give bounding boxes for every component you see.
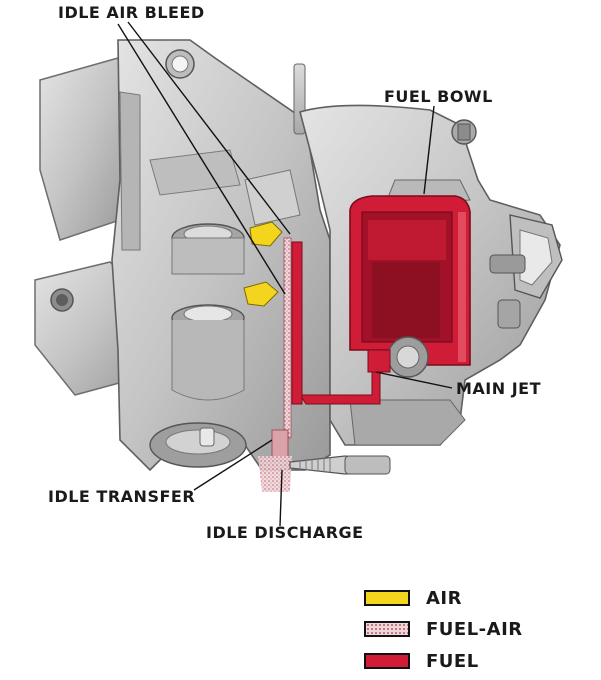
legend-item-air: AIR — [364, 588, 564, 610]
label-idle-discharge: IDLE DISCHARGE — [206, 523, 364, 542]
label-main-jet: MAIN JET — [456, 379, 542, 398]
fuel-bowl-section — [291, 195, 471, 405]
air-bleed-arrows — [243, 221, 283, 307]
legend-item-fuel-air: FUEL-AIR — [364, 619, 564, 641]
idle-mixture-needle — [289, 455, 391, 475]
label-fuel-bowl: FUEL BOWL — [384, 87, 493, 106]
legend-label-fuel-air: FUEL-AIR — [426, 619, 523, 640]
label-idle-transfer: IDLE TRANSFER — [48, 487, 196, 506]
carburetor-body — [111, 39, 331, 472]
idle-passage — [258, 237, 292, 492]
legend-item-fuel: FUEL — [364, 651, 564, 673]
fuel-swatch — [364, 653, 410, 669]
callout-lines — [117, 21, 453, 527]
legend-label-air: AIR — [426, 588, 462, 609]
label-idle-air-bleed: IDLE AIR BLEED — [58, 3, 205, 22]
fuel-air-swatch — [364, 621, 410, 637]
legend-label-fuel: FUEL — [426, 651, 479, 672]
air-swatch — [364, 590, 410, 606]
